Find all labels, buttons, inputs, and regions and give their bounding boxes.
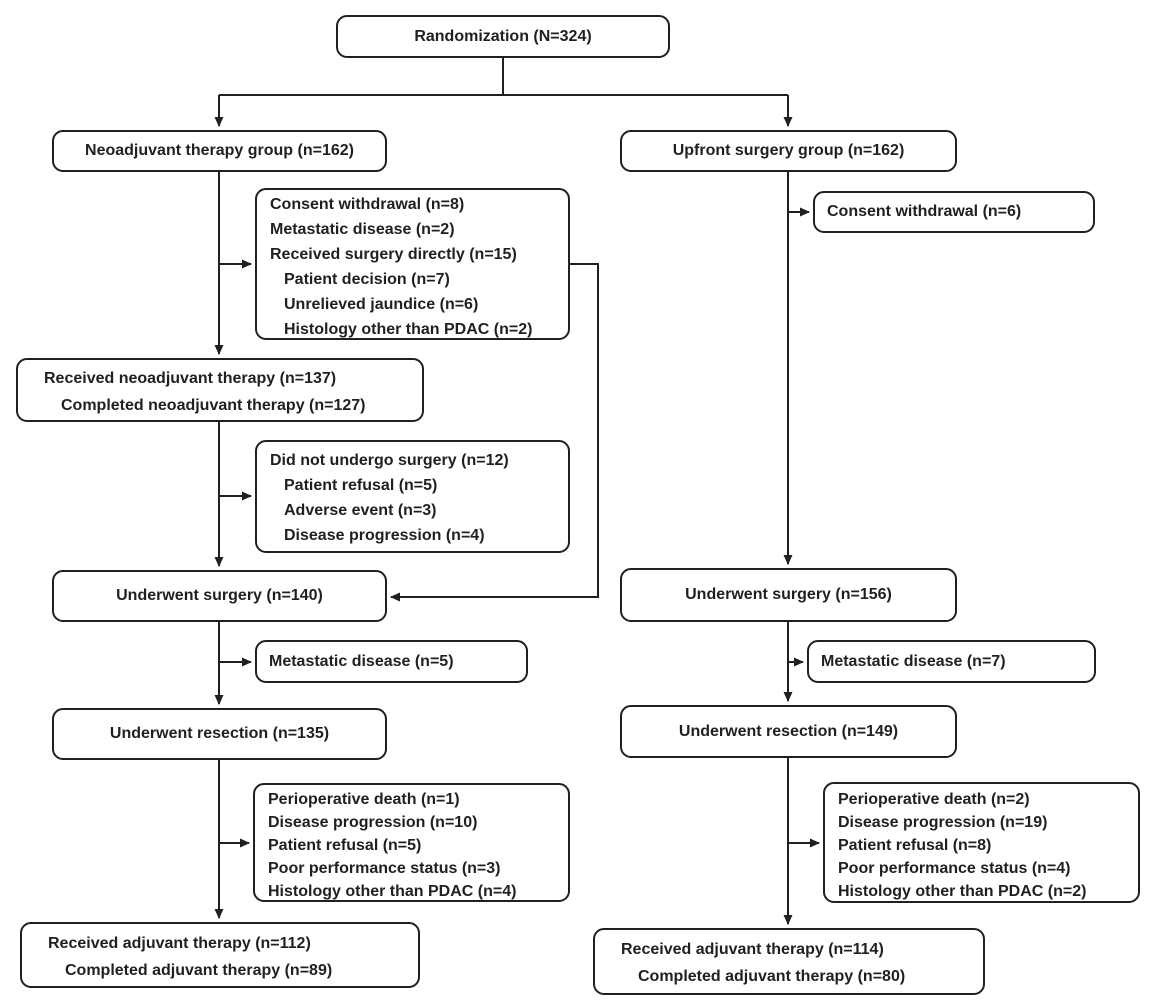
text-line: Unrelieved jaundice (n=6) bbox=[284, 296, 479, 313]
text-line: Did not undergo surgery (n=12) bbox=[270, 452, 509, 469]
text-line: Completed adjuvant therapy (n=89) bbox=[65, 962, 333, 979]
text-line: Patient refusal (n=5) bbox=[268, 837, 422, 854]
node-adjuvant-upfront: Received adjuvant therapy (n=114) Comple… bbox=[593, 928, 985, 995]
text-line: Completed adjuvant therapy (n=80) bbox=[638, 968, 906, 985]
text-line: Completed neoadjuvant therapy (n=127) bbox=[61, 397, 366, 414]
node-adjuvant-neo: Received adjuvant therapy (n=112) Comple… bbox=[20, 922, 420, 988]
text-line: Histology other than PDAC (n=2) bbox=[838, 883, 1087, 900]
text-line: Received neoadjuvant therapy (n=137) bbox=[44, 370, 337, 387]
text-line: Patient refusal (n=8) bbox=[838, 837, 992, 854]
text-line: Perioperative death (n=1) bbox=[268, 791, 460, 808]
node-received-neoadjuvant: Received neoadjuvant therapy (n=137) Com… bbox=[16, 358, 424, 422]
text-line: Histology other than PDAC (n=4) bbox=[268, 883, 517, 900]
node-neoadjuvant-group: Neoadjuvant therapy group (n=162) bbox=[52, 130, 387, 172]
text-line: Patient decision (n=7) bbox=[284, 271, 450, 288]
node-did-not-undergo-surgery: Did not undergo surgery (n=12) Patient r… bbox=[255, 440, 570, 553]
text-line: Disease progression (n=19) bbox=[838, 814, 1048, 831]
text-line: Received adjuvant therapy (n=114) bbox=[621, 941, 884, 958]
node-label: Underwent surgery (n=156) bbox=[685, 586, 892, 603]
node-metastatic-neo: Metastatic disease (n=5) bbox=[255, 640, 528, 683]
node-upfront-consent-withdrawal: Consent withdrawal (n=6) bbox=[813, 191, 1095, 233]
text-line: Perioperative death (n=2) bbox=[838, 791, 1030, 808]
node-label: Consent withdrawal (n=6) bbox=[827, 203, 1022, 220]
node-label: Upfront surgery group (n=162) bbox=[672, 142, 905, 159]
node-label: Underwent surgery (n=140) bbox=[116, 587, 323, 604]
node-underwent-surgery-neo: Underwent surgery (n=140) bbox=[52, 570, 387, 622]
text-line: Histology other than PDAC (n=2) bbox=[284, 321, 533, 338]
text-line: Disease progression (n=10) bbox=[268, 814, 478, 831]
node-label: Underwent resection (n=149) bbox=[678, 722, 899, 740]
text-line: Adverse event (n=3) bbox=[284, 502, 437, 519]
node-underwent-resection-upfront: Underwent resection (n=149) bbox=[620, 705, 957, 758]
node-label: Randomization (N=324) bbox=[414, 27, 592, 45]
node-neo-pretherapy-exclusions: Consent withdrawal (n=8) Metastatic dise… bbox=[255, 188, 570, 340]
text-line: Patient refusal (n=5) bbox=[284, 477, 438, 494]
node-label: Metastatic disease (n=7) bbox=[821, 652, 1006, 670]
node-label: Underwent resection (n=135) bbox=[109, 725, 330, 742]
node-randomization: Randomization (N=324) bbox=[336, 15, 670, 58]
connector-direct-surgery-bypass bbox=[390, 263, 599, 602]
text-line: Consent withdrawal (n=8) bbox=[270, 196, 465, 213]
node-no-adjuvant-neo: Perioperative death (n=1) Disease progre… bbox=[253, 783, 570, 902]
text-line: Poor performance status (n=3) bbox=[268, 860, 501, 877]
text-line: Metastatic disease (n=2) bbox=[270, 221, 455, 238]
node-label: Metastatic disease (n=5) bbox=[269, 652, 454, 670]
text-line: Received surgery directly (n=15) bbox=[270, 246, 517, 263]
node-underwent-surgery-upfront: Underwent surgery (n=156) bbox=[620, 568, 957, 622]
node-metastatic-upfront: Metastatic disease (n=7) bbox=[807, 640, 1096, 683]
text-line: Poor performance status (n=4) bbox=[838, 860, 1071, 877]
node-upfront-surgery-group: Upfront surgery group (n=162) bbox=[620, 130, 957, 172]
node-label: Neoadjuvant therapy group (n=162) bbox=[85, 142, 354, 159]
node-underwent-resection-neo: Underwent resection (n=135) bbox=[52, 708, 387, 760]
node-no-adjuvant-upfront: Perioperative death (n=2) Disease progre… bbox=[823, 782, 1140, 903]
text-line: Received adjuvant therapy (n=112) bbox=[48, 935, 311, 952]
text-line: Disease progression (n=4) bbox=[284, 527, 485, 544]
